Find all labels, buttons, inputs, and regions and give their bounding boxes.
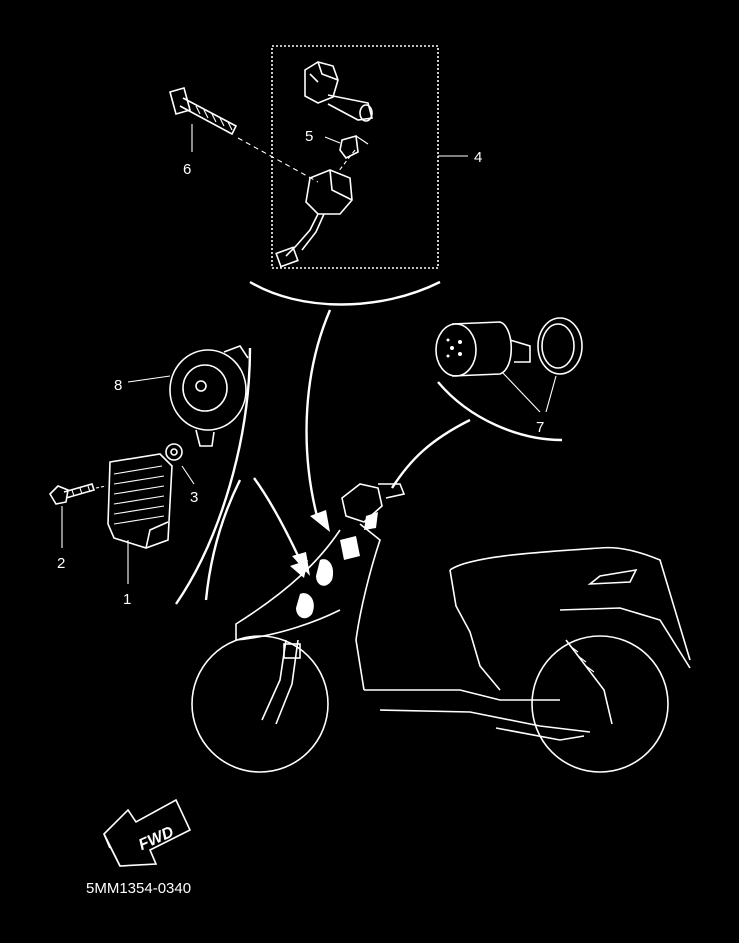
fwd-label: FWD [136,823,177,854]
callout-4: 4 [474,149,482,166]
screw-part-2-drawing [48,483,96,505]
callout-3: 3 [190,489,198,506]
fwd-direction-arrow[interactable]: FWD [103,798,192,867]
rear-wheel [531,635,669,773]
bolt-part-6-drawing [169,87,238,136]
callout-6: 6 [183,161,191,178]
inset-arc [249,280,441,306]
callout-1: 1 [123,591,131,608]
arrow-line-switch [305,309,332,521]
left-arc-inner [204,479,242,601]
horn-part-8-drawing [169,345,249,447]
pin-part-5-drawing [324,134,369,160]
front-wheel [191,635,329,773]
arrow-line-bulb [390,418,471,489]
callout-5: 5 [305,128,313,145]
bulb-part-7-drawing [435,317,583,377]
arrow-line-regulator [253,477,302,561]
key-cylinder-drawing [304,61,374,122]
switch-body-drawing [275,169,353,268]
callout-7: 7 [536,419,544,436]
washer-part-3-drawing [165,443,183,461]
left-arc-outer [175,347,252,605]
right-arc [437,381,563,442]
regulator-part-1-drawing [107,453,173,549]
scooter-outline-drawing [191,483,691,773]
part-number: 5MM1354-0340 [86,880,191,897]
callout-2: 2 [57,555,65,572]
callout-8: 8 [114,377,122,394]
ignition-switch-inset [237,45,439,269]
